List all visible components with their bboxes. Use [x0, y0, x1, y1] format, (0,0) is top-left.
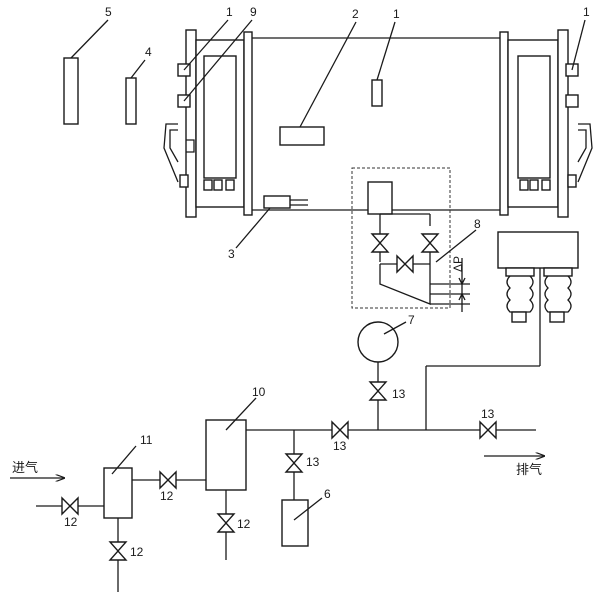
label-12-inlet: 12 — [64, 515, 78, 529]
label-8: 8 — [474, 217, 481, 231]
label-12-vessel10: 12 — [237, 517, 251, 531]
valve-12-vessel10 — [216, 513, 236, 533]
label-10: 10 — [252, 385, 266, 399]
sensor-2 — [279, 126, 325, 146]
vessel-11 — [103, 467, 133, 519]
label-outlet: 排气 — [516, 462, 542, 478]
label-2: 2 — [352, 7, 359, 21]
label-delta-p: ΔP — [451, 256, 465, 272]
label-1-left: 1 — [226, 5, 233, 19]
valve-12-drain — [108, 541, 128, 561]
sensor-4 — [125, 77, 137, 125]
label-13-gauge: 13 — [392, 387, 406, 401]
label-13-main-left: 13 — [333, 439, 347, 453]
label-inlet: 进气 — [12, 460, 38, 476]
label-12-drain: 12 — [130, 545, 144, 559]
valve-13-main-left — [331, 420, 349, 440]
label-7: 7 — [408, 313, 415, 327]
label-13-exhaust: 13 — [481, 407, 495, 421]
valve-module-left — [370, 233, 390, 253]
valve-12-inlet — [61, 496, 79, 516]
label-13-branch: 13 — [306, 455, 320, 469]
vessel-10 — [205, 419, 247, 491]
label-5: 5 — [105, 5, 112, 19]
sensor-5 — [63, 57, 79, 125]
valve-13-branch — [284, 453, 304, 473]
valve-module-right — [420, 233, 440, 253]
pressure-gauge — [357, 321, 399, 363]
sensor-3 — [263, 195, 291, 209]
valve-13-exhaust — [479, 420, 497, 440]
label-9: 9 — [250, 5, 257, 19]
vessel-6 — [281, 499, 309, 547]
test-chamber — [163, 29, 593, 218]
label-6: 6 — [324, 487, 331, 501]
valve-module-center — [396, 254, 414, 274]
label-11: 11 — [140, 433, 153, 447]
leader-lines — [70, 19, 586, 521]
valve-13-vertical-gauge — [368, 381, 388, 401]
label-4: 4 — [145, 45, 152, 59]
valve-12-between — [159, 470, 177, 490]
sensor-1-center — [371, 79, 383, 107]
differential-pressure-module — [351, 167, 470, 312]
bellows-assembly — [425, 231, 579, 430]
label-1-right: 1 — [583, 5, 590, 19]
label-12-between: 12 — [160, 489, 174, 503]
label-3: 3 — [228, 247, 235, 261]
label-1-center: 1 — [393, 7, 400, 21]
